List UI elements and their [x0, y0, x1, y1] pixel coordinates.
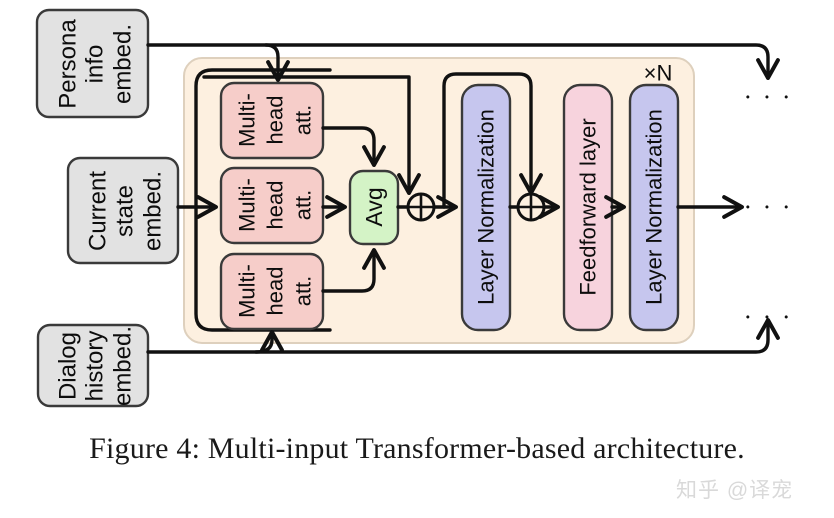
input-label-current-state-line2: state: [112, 185, 139, 237]
mha-bottom-label-l3: att.: [291, 276, 316, 307]
edge-dialog-history-to-mha-bottom: [254, 330, 284, 354]
mha-mid-label-l1: Multi-: [235, 178, 260, 232]
output-ellipsis-top: · · ·: [744, 83, 793, 112]
attention-group-outline: [194, 68, 332, 332]
layer-norm-1-label: Layer Normalization: [474, 109, 499, 305]
block-layer-normalization-1: Layer Normalization: [460, 83, 512, 332]
layer-norm-2-label: Layer Normalization: [642, 109, 667, 305]
output-ellipsis-bottom: · · ·: [744, 303, 793, 332]
feedforward-label: Feedforward layer: [576, 118, 601, 295]
block-feedforward-layer: Feedforward layer: [562, 83, 614, 332]
mha-bottom-label-l1: Multi-: [235, 264, 260, 318]
mha-bottom-label-l2: head: [263, 267, 288, 316]
block-avg: Avg: [348, 169, 400, 246]
mha-top-label-l3: att.: [291, 105, 316, 136]
mha-mid-label-l3: att.: [291, 190, 316, 221]
repeat-count-label: ×N: [644, 61, 673, 86]
mha-mid-label-l2: head: [263, 181, 288, 230]
input-label-dialog-history: Dialog: [55, 332, 82, 400]
input-box-dialog-history: Dialog history embed.: [36, 323, 150, 408]
avg-label: Avg: [361, 187, 387, 226]
edge-residual-skip-1: [202, 75, 421, 195]
input-label-persona-line2: info: [82, 45, 109, 84]
edge-persona-to-top-bus: [146, 43, 780, 80]
edge-persona-to-mha-top: [264, 43, 290, 82]
input-box-current-state: Current state embed.: [66, 156, 180, 265]
mha-top-label-l1: Multi-: [235, 93, 260, 147]
edge-residual-skip-2: [442, 72, 543, 209]
input-label-persona-line3: embed.: [110, 24, 137, 104]
add-node-2: [516, 192, 546, 222]
input-label-dialog-history-line3: embed.: [110, 326, 137, 406]
mha-top-label-l2: head: [263, 96, 288, 145]
block-multi-head-attention-top: Multi- head att.: [219, 81, 325, 160]
block-multi-head-attention-bottom: Multi- head att.: [219, 252, 325, 331]
input-box-persona: Persona info embed.: [35, 8, 150, 119]
input-label-persona: Persona: [55, 19, 82, 109]
output-ellipsis-middle: · · ·: [744, 193, 793, 222]
input-label-current-state-line3: embed.: [140, 171, 167, 251]
input-label-current-state: Current: [85, 171, 112, 251]
watermark: 知乎 @译宠: [676, 479, 794, 502]
add-node-1: [406, 192, 436, 222]
edge-dialog-history-to-bottom-bus: [146, 318, 780, 354]
edge-mha-top-to-avg: [321, 126, 386, 167]
architecture-diagram: Persona info embed. Current state embed.…: [35, 8, 793, 408]
block-multi-head-attention-middle: Multi- head att.: [219, 166, 325, 245]
edge-mha-bottom-to-avg: [321, 248, 386, 293]
input-label-dialog-history-line2: history: [82, 331, 109, 402]
block-layer-normalization-2: Layer Normalization: [628, 83, 680, 332]
figure-caption: Figure 4: Multi-input Transformer-based …: [89, 432, 745, 465]
